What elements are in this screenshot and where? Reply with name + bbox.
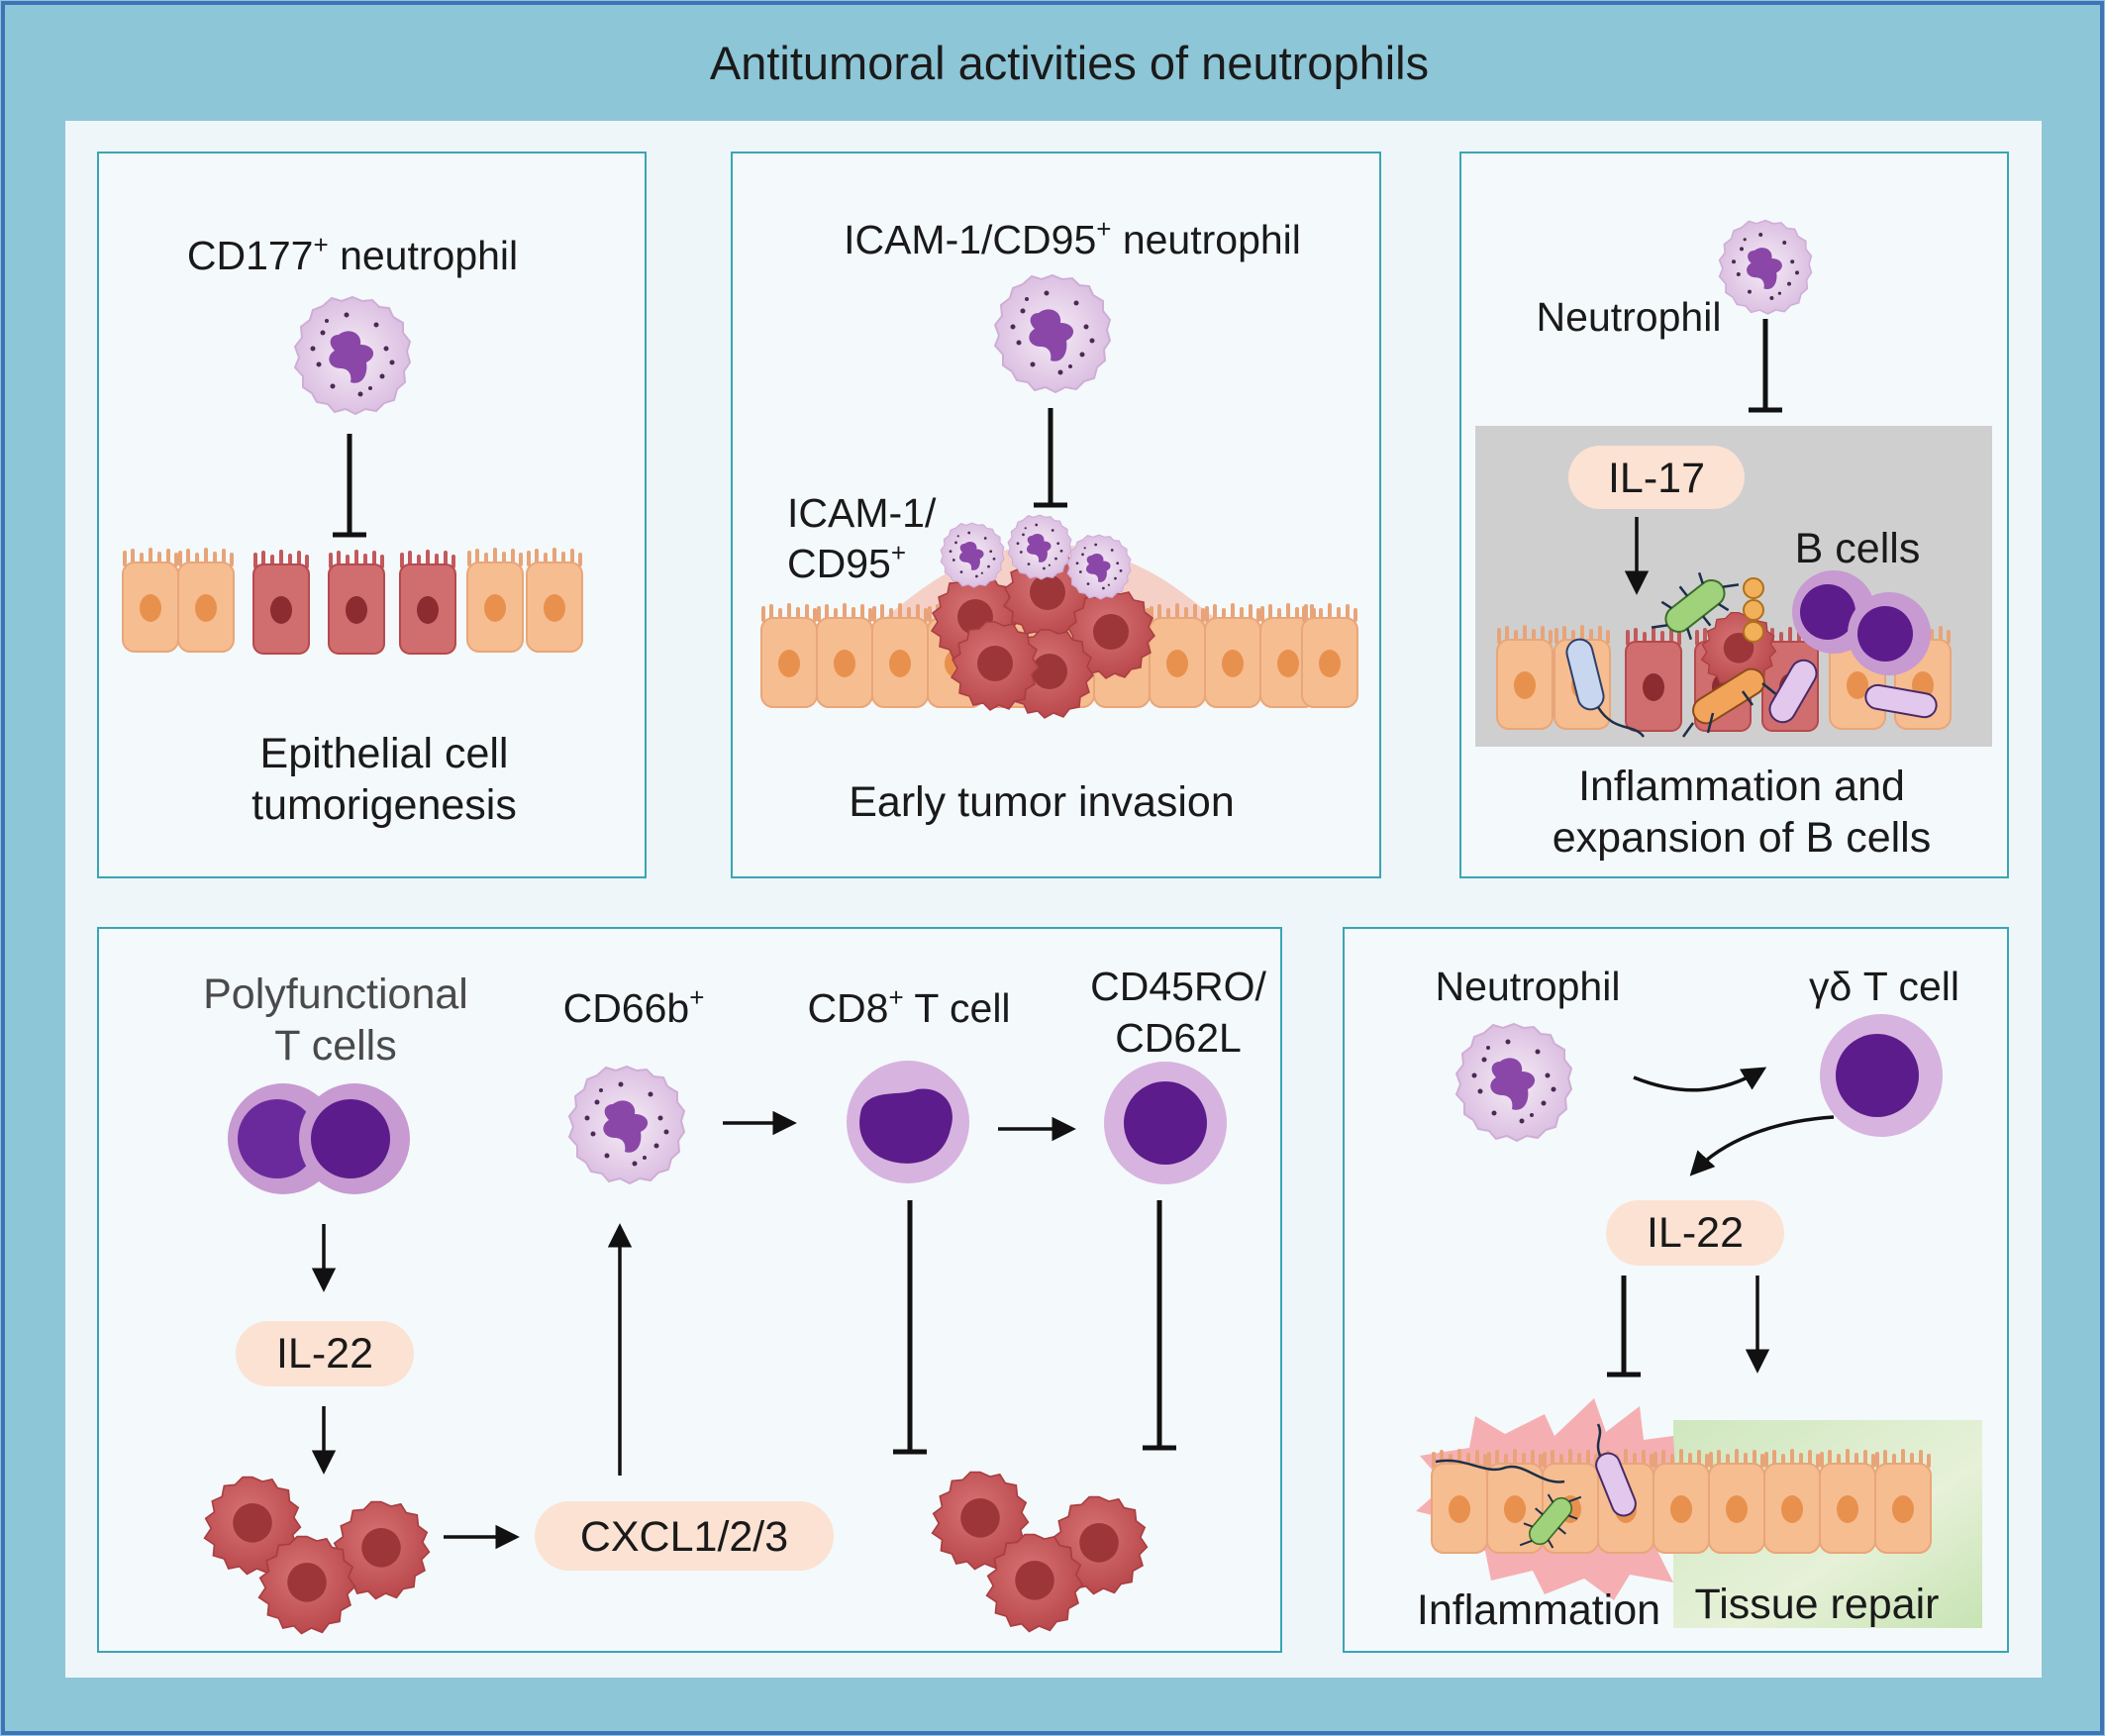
cxcl-box: [535, 1501, 834, 1571]
cd8-label: CD8+ T cell: [807, 982, 1010, 1031]
inflammation-label: Inflammation: [1417, 1586, 1660, 1634]
polyfunctional-label-line1: Polyfunctional: [203, 970, 468, 1018]
b-cell-icon: [1792, 570, 1931, 675]
panel-epithelial-tumorigenesis: CD177+ neutrophil Epithelial cell tumori…: [97, 152, 647, 878]
gd-tcell-label: γδ T cell: [1809, 964, 1959, 1009]
panel3-neutrophil-label: Neutrophil: [1537, 294, 1722, 340]
panel1-caption-line1: Epithelial cell: [260, 730, 509, 777]
memory-t-cell-icon: [1104, 1062, 1227, 1184]
icam-inset-label-line2: CD95+: [787, 538, 906, 586]
panel-t-cell-pathway: Polyfunctional T cells IL-22 CXCL1/2/3 C…: [97, 927, 1282, 1653]
curved-arrow: [1689, 1115, 1835, 1176]
panel5-neutrophil-label: Neutrophil: [1436, 964, 1621, 1009]
il17-box: [1568, 446, 1745, 509]
bacterium-icon: [1864, 683, 1938, 719]
epithelial-layer: [121, 548, 584, 656]
cd66b-label: CD66b+: [563, 982, 705, 1031]
diagram-title: Antitumoral activities of neutrophils: [710, 37, 1429, 89]
cd8-t-cell-icon: [847, 1061, 969, 1183]
il22-box: [1606, 1200, 1784, 1266]
il22-box: [236, 1321, 414, 1386]
icam-inset-label-line1: ICAM-1/: [787, 490, 937, 536]
panel2-caption: Early tumor invasion: [849, 778, 1235, 826]
il22-label: IL-22: [1647, 1209, 1744, 1257]
cd177-neutrophil-label: CD177+ neutrophil: [187, 230, 518, 278]
il17-label: IL-17: [1608, 455, 1705, 502]
bacterium-icon: [1595, 1452, 1637, 1517]
bacterium-icon: [1768, 659, 1818, 724]
cxcl-label: CXCL1/2/3: [580, 1513, 788, 1561]
cd45ro-label-line2: CD62L: [1115, 1015, 1242, 1061]
panel-b-cell-expansion: Neutrophil IL-17 B cells: [1459, 152, 2009, 878]
coccus-bacteria-icon: [1743, 577, 1764, 643]
icam-neutrophil-label: ICAM-1/CD95+ neutrophil: [844, 214, 1301, 262]
curved-arrow: [1633, 1067, 1767, 1092]
panel3-caption-line1: Inflammation and: [1578, 763, 1905, 810]
panel1-caption-line2: tumorigenesis: [251, 781, 517, 829]
bacterium-icon: [1565, 638, 1605, 711]
polyfunctional-t-cells-icon: [228, 1083, 410, 1194]
polyfunctional-label-line2: T cells: [274, 1022, 396, 1070]
bacterium-icon: [1692, 667, 1765, 725]
panel-early-tumor-invasion: ICAM-1/CD95+ neutrophil ICAM-: [731, 152, 1381, 878]
panel-gamma-delta-pathway: Neutrophil γδ T cell IL-22: [1343, 927, 2009, 1653]
cd45ro-label-line1: CD45RO/: [1090, 964, 1266, 1009]
panel3-caption-line2: expansion of B cells: [1553, 814, 1931, 862]
il22-label: IL-22: [276, 1330, 373, 1378]
tissue-repair-label: Tissue repair: [1695, 1581, 1940, 1628]
bcells-label: B cells: [1795, 525, 1921, 572]
gd-t-cell-icon: [1820, 1014, 1943, 1137]
